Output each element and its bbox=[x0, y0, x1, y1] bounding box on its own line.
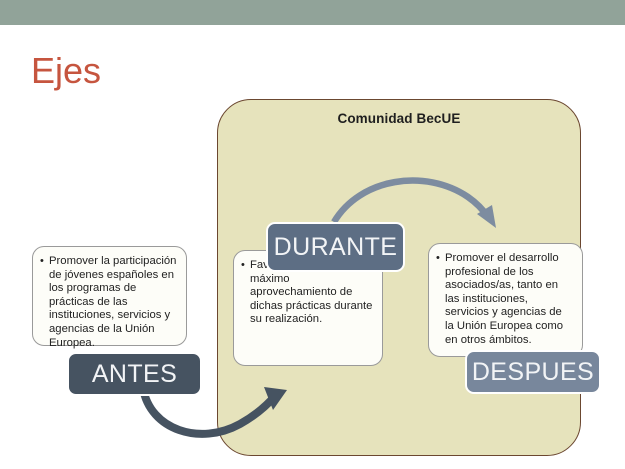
bullet-icon: • bbox=[241, 259, 245, 271]
community-container-title: Comunidad BecUE bbox=[337, 111, 461, 126]
top-band-divider bbox=[0, 25, 625, 27]
bullet-item: • Promover la participación de jóvenes e… bbox=[40, 255, 177, 350]
bullet-icon: • bbox=[436, 252, 440, 264]
stage-label-durante: DURANTE bbox=[266, 222, 405, 272]
antes-bullet-text: Promover la participación de jóvenes esp… bbox=[49, 255, 177, 349]
despues-bullet-text: Promover el desarrollo profesional de lo… bbox=[445, 252, 564, 346]
bullet-icon: • bbox=[40, 255, 44, 267]
stage-label-despues: DESPUES bbox=[465, 350, 601, 394]
antes-text-box: • Promover la participación de jóvenes e… bbox=[32, 246, 187, 349]
despues-text-box: • Promover el desarrollo profesional de … bbox=[428, 243, 583, 357]
bullet-item: • Promover el desarrollo profesional de … bbox=[436, 252, 573, 347]
stage-label-antes: ANTES bbox=[67, 352, 202, 396]
page-title: Ejes bbox=[31, 50, 102, 91]
top-decorative-band bbox=[0, 0, 625, 25]
